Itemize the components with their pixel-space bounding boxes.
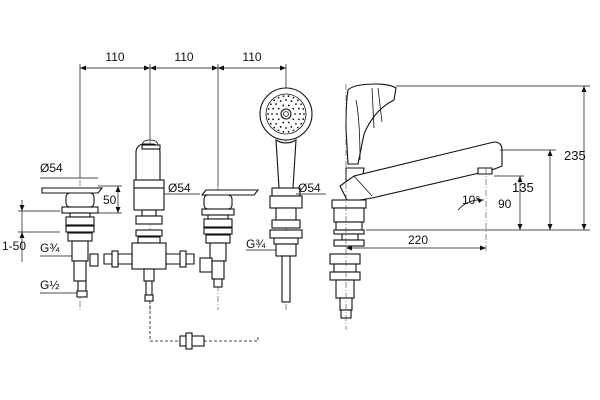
handle-height-label: 50 — [103, 193, 117, 207]
left-dimensions: Ø54 50 1-50 G¾ G½ — [2, 161, 122, 294]
nozzle-dot — [282, 104, 285, 107]
nozzle-dot — [277, 107, 280, 110]
spacing-dim-3: 110 — [242, 50, 261, 64]
nozzle-dot — [295, 103, 297, 105]
nozzle-dot — [287, 104, 290, 107]
nozzle-dot — [272, 107, 274, 110]
hand-shower-front: Ø54 G¾ — [246, 84, 326, 310]
nozzle-dot — [276, 113, 278, 115]
nozzle-dot — [273, 126, 276, 129]
spacing-dimension-chain: 110 110 110 — [79, 50, 287, 186]
mixer-left — [41, 180, 104, 310]
nozzle-dot — [282, 95, 285, 98]
nozzle-dot — [287, 121, 290, 124]
nozzle-dot — [292, 107, 295, 110]
nozzle-dot — [292, 129, 295, 132]
nozzle-dot — [294, 113, 296, 115]
spacing-dim-1: 110 — [105, 50, 124, 64]
nozzle-dot — [300, 103, 303, 106]
nozzle-dot — [279, 126, 282, 128]
nozzle-dot — [269, 122, 272, 125]
nozzle-dot — [287, 95, 290, 98]
spout-angle-label: 10° — [462, 193, 480, 207]
nozzle-dot — [287, 130, 290, 133]
nozzle-dot — [285, 99, 287, 101]
nozzle-dot — [277, 96, 280, 99]
nozzle-dot — [282, 130, 285, 133]
right-dimensions: 220 235 135 90 — [346, 85, 590, 251]
nozzle-dot — [296, 99, 299, 102]
spout-diameter-label: Ø54 — [168, 181, 191, 195]
nozzle-dot — [277, 129, 280, 132]
spout-reach-label: 220 — [408, 233, 428, 247]
nozzle-dot — [292, 118, 295, 121]
nozzle-dot — [300, 122, 303, 125]
nozzle-dot — [271, 113, 273, 115]
deck-thickness-label: 1-50 — [2, 239, 26, 253]
outlet-height-label: 90 — [498, 197, 512, 211]
spout-valve-center: Ø54 — [103, 139, 259, 350]
side-view-spout: 10° — [329, 83, 503, 330]
nozzle-dot — [299, 113, 301, 115]
nozzle-dot — [267, 113, 269, 115]
nozzle-dot — [267, 108, 270, 110]
shower-diameter-label: Ø54 — [298, 181, 321, 195]
nozzle-dot — [298, 107, 300, 110]
nozzle-dot — [285, 127, 287, 129]
nozzle-dot — [275, 103, 277, 105]
nozzle-dot — [275, 123, 277, 125]
nozzle-dot — [292, 96, 295, 99]
nozzle-dot — [296, 126, 299, 129]
spout-height-label: 135 — [512, 180, 534, 195]
nozzle-dot — [295, 123, 297, 125]
nozzle-dot — [302, 118, 305, 120]
nozzle-dot — [282, 121, 285, 124]
nozzle-dot — [277, 118, 280, 121]
shower-thread-label: G¾ — [246, 237, 266, 251]
nozzle-dot — [269, 103, 272, 106]
shower-nozzles — [267, 95, 305, 133]
nozzle-dot — [273, 99, 276, 102]
outlet-thread-label: G½ — [40, 278, 59, 292]
nozzle-dot — [290, 100, 293, 102]
nozzle-dot — [290, 126, 293, 128]
nozzle-dot — [279, 100, 282, 102]
total-height-label: 235 — [564, 148, 586, 163]
mixer-right — [199, 186, 260, 310]
nozzle-dot — [303, 113, 305, 115]
mixer-thread-label: G¾ — [40, 241, 60, 255]
nozzle-dot — [267, 118, 270, 120]
nozzle-dot — [272, 118, 274, 121]
mixer-diameter-label: Ø54 — [40, 161, 63, 175]
nozzle-dot — [298, 118, 300, 121]
nozzle-dot — [302, 108, 305, 110]
spacing-dim-2: 110 — [174, 50, 193, 64]
